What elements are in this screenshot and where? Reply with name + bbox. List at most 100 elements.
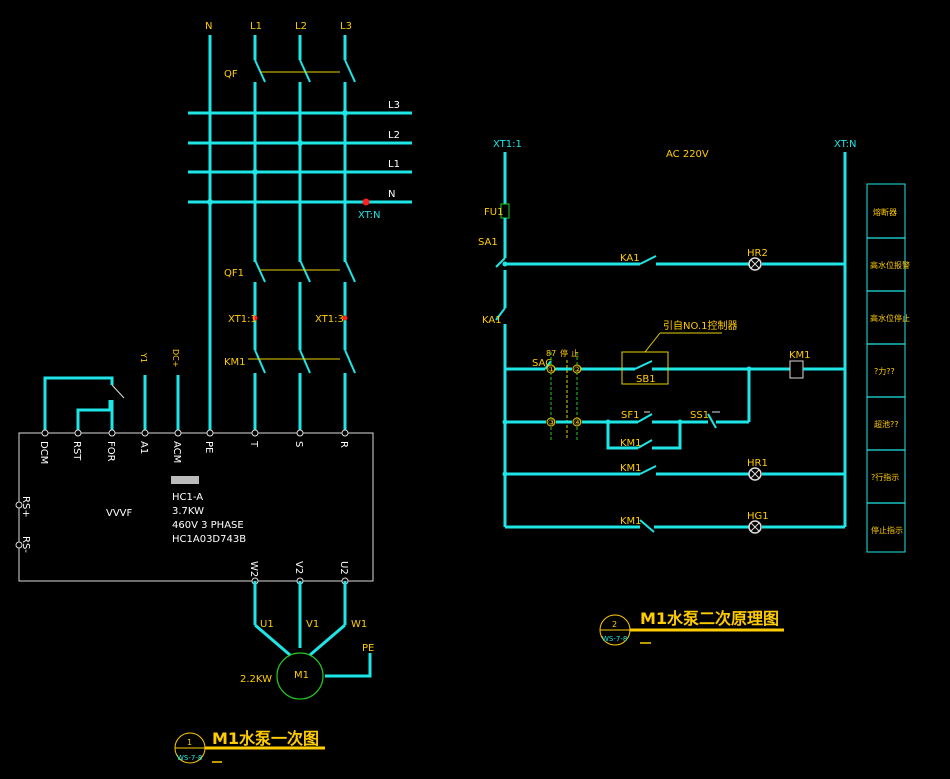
qf1-breaker	[252, 259, 356, 350]
motor-label: M1	[294, 670, 309, 681]
terminal-l1-label: L1	[250, 21, 262, 32]
xt1-1-label: XT1:1	[228, 314, 257, 325]
legend-item-4: ?力??	[874, 366, 895, 376]
switch-top-mark-2: 停	[560, 348, 568, 358]
primary-title: M1水泵一次图	[212, 729, 319, 748]
km1-label: KM1	[224, 357, 246, 368]
v1-label: V1	[306, 619, 319, 630]
for-label: FOR	[105, 441, 116, 462]
secondary-diagram: XT1:1 XT:N AC 220V FU1 SA1 KA1	[478, 139, 910, 646]
xtn-label: XT:N	[358, 210, 381, 221]
rung-5	[505, 519, 845, 534]
xt1-3-label: XT1:3	[315, 314, 344, 325]
terminal-l2-label: L2	[295, 21, 307, 32]
qf-label: QF	[224, 69, 238, 80]
rs-plus-label: RS+	[20, 496, 31, 518]
secondary-title-block: 2 WS-7-8 M1水泵二次原理图	[599, 609, 784, 646]
xt1-terminal-label: XT1:1	[493, 139, 522, 150]
left-rail	[495, 152, 510, 527]
sac-label: SAC	[532, 358, 552, 369]
sa1-label: SA1	[478, 237, 498, 248]
nameplate-voltage: 460V 3 PHASE	[172, 520, 244, 531]
s-terminal-label: S	[293, 441, 304, 447]
nameplate: HC1-A 3.7KW 460V 3 PHASE HC1A03D743B	[171, 476, 246, 545]
switch-mark-2: ②	[574, 365, 581, 374]
rs-minus-label: RS-	[20, 536, 31, 553]
dc-label: DC+	[171, 349, 180, 367]
y1-label: Y1	[139, 352, 148, 363]
nameplate-serial: HC1A03D743B	[172, 534, 246, 545]
legend-item-2: 高水位报警	[870, 260, 910, 270]
bus-l2-label: L2	[388, 130, 400, 141]
legend-item-5: 超池??	[874, 419, 899, 429]
bus-n-label: N	[388, 189, 395, 200]
primary-title-block: 1 WS-7-8 M1水泵一次图	[174, 729, 325, 764]
acm-label: ACM	[171, 441, 182, 463]
primary-badge-number: 1	[187, 738, 192, 747]
secondary-title: M1水泵二次原理图	[640, 609, 779, 628]
secondary-badge-number: 2	[612, 620, 617, 629]
vvvf-label: VVVF	[106, 508, 133, 519]
r-terminal-label: R	[338, 441, 349, 448]
rst-label: RST	[71, 441, 82, 461]
rung-5-lamp-label: HG1	[747, 511, 769, 522]
motor-power-label: 2.2KW	[240, 674, 272, 685]
rung-4-lamp-label: HR1	[747, 458, 768, 469]
sb1-note: 引自NO.1控制器	[663, 319, 738, 332]
rung-1	[505, 255, 845, 271]
pe-terminal-label: PE	[203, 441, 214, 453]
switch-top-mark-3: 止	[571, 348, 579, 358]
rung-1-contact-label: KA1	[620, 253, 640, 264]
primary-badge-ref: WS-7-8	[177, 754, 202, 762]
ss1-label: SS1	[690, 410, 709, 421]
qf-breaker	[253, 59, 356, 262]
motor-pe-label: PE	[362, 643, 374, 654]
ka1-left-label: KA1	[482, 315, 502, 326]
km1-coil-label: KM1	[789, 350, 811, 361]
bus-l3-label: L3	[388, 100, 400, 111]
bus-l1-label: L1	[388, 159, 400, 170]
bus-bars	[188, 110, 412, 206]
w1-label: W1	[351, 619, 367, 630]
rung-4-contact-label: KM1	[620, 463, 642, 474]
nameplate-logo	[171, 476, 199, 484]
switch-mark-4: ④	[574, 418, 581, 427]
primary-diagram: N L1 L2 L3 QF	[15, 21, 412, 764]
xtn-terminal-label: XT:N	[834, 139, 857, 150]
motor-wiring	[253, 581, 372, 678]
km1-hold-label: KM1	[620, 438, 642, 449]
secondary-badge-ref: WS-7-8	[602, 635, 627, 643]
km1-contactor	[248, 349, 356, 433]
switch-top-mark-1: 87	[546, 349, 556, 358]
legend-item-3: 高水位停止	[870, 313, 910, 323]
switch-mark-3: ③	[548, 418, 555, 427]
nameplate-model: HC1-A	[172, 492, 203, 503]
nameplate-power: 3.7KW	[172, 506, 204, 517]
u1-label: U1	[260, 619, 274, 630]
sb1-label: SB1	[636, 374, 656, 385]
a1-label: A1	[138, 441, 149, 454]
terminal-l3-label: L3	[340, 21, 352, 32]
legend-item-6: ?行指示	[871, 472, 899, 482]
control-wiring	[43, 375, 180, 433]
terminal-n-label: N	[205, 21, 212, 32]
u2-label: U2	[338, 561, 349, 575]
rung-4	[505, 465, 845, 481]
motor-m1	[276, 652, 324, 700]
legend-item-7: 停止指示	[871, 525, 903, 535]
rung-3	[505, 369, 751, 450]
v2-label: V2	[293, 561, 304, 574]
qf1-label: QF1	[224, 268, 244, 279]
w2-label: W2	[248, 561, 259, 577]
t-terminal-label: T	[248, 440, 259, 448]
fu1-label: FU1	[484, 207, 503, 218]
legend-column	[866, 183, 906, 553]
sac-selector-switch	[546, 352, 582, 440]
supply-voltage-label: AC 220V	[666, 149, 709, 160]
rung-1-lamp-label: HR2	[747, 248, 768, 259]
legend-item-1: 熔断器	[873, 207, 897, 217]
dcm-label: DCM	[38, 441, 49, 464]
rung-5-contact-label: KM1	[620, 516, 642, 527]
sf1-label: SF1	[621, 410, 639, 421]
